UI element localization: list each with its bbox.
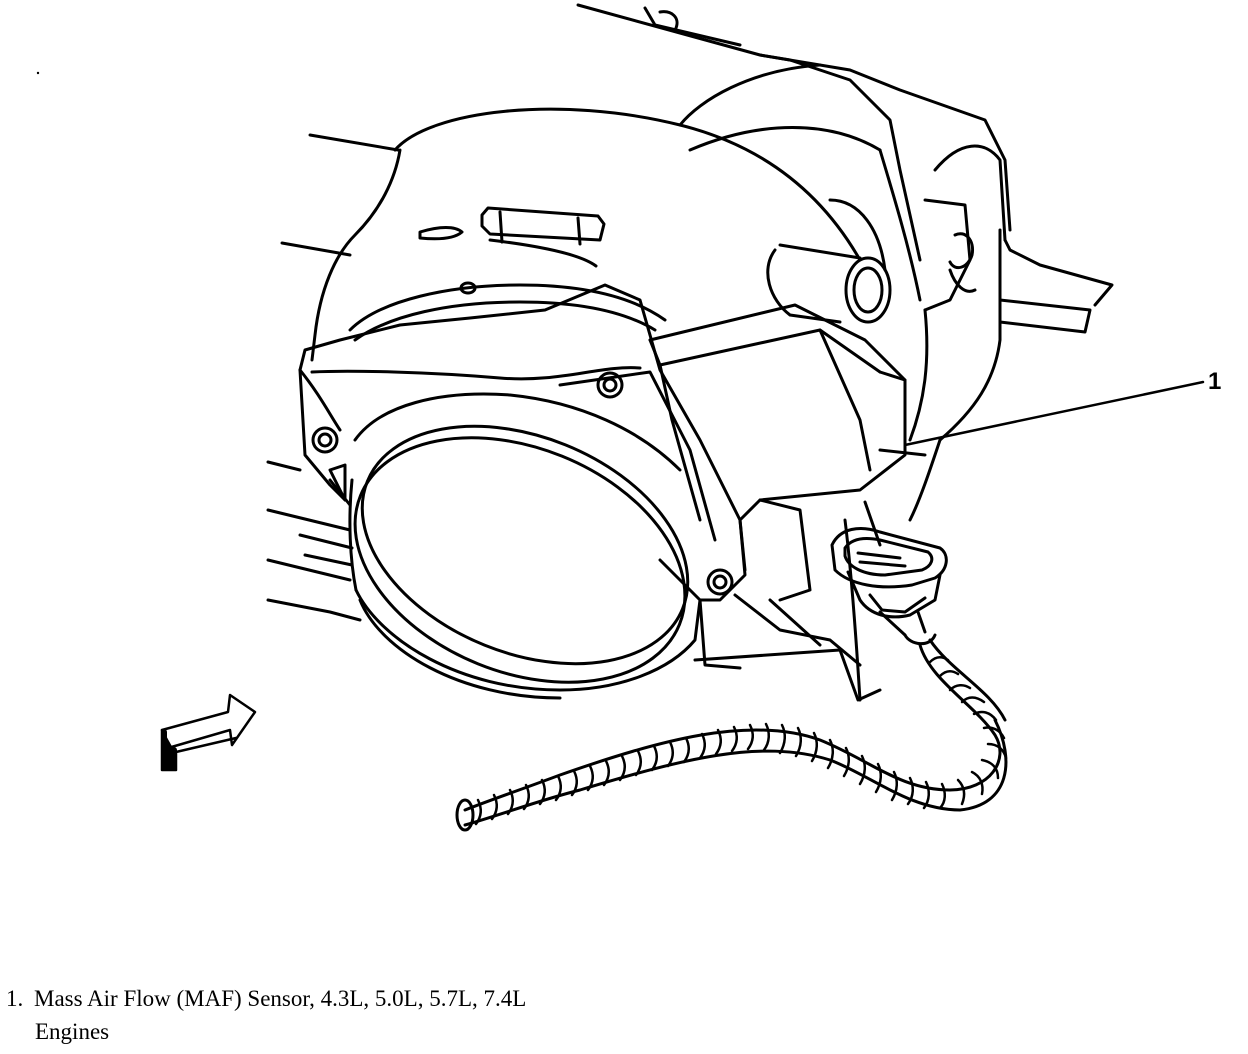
port-nozzle [766, 243, 892, 324]
airflow-arrow-icon [160, 693, 257, 772]
legend-item: 1. Mass Air Flow (MAF) Sensor, 4.3L, 5.0L… [6, 982, 706, 1015]
legend-item-continuation: Engines [35, 1019, 110, 1044]
legend-item-text: Mass Air Flow (MAF) Sensor, 4.3L, 5.0L, … [34, 986, 527, 1011]
maf-flange [298, 283, 747, 602]
legend: 1. Mass Air Flow (MAF) Sensor, 4.3L, 5.0L… [6, 982, 706, 1048]
inlet-tube [348, 392, 702, 700]
side-bracket [878, 144, 1114, 522]
stray-mark [36, 71, 40, 75]
electrical-connector [830, 500, 948, 646]
legend-item-number: 1. [6, 986, 24, 1011]
callout-leader-line [903, 380, 1205, 447]
lower-rails [266, 460, 882, 702]
maf-sensor-body [648, 303, 907, 602]
wiring-harness [455, 638, 1008, 832]
air-duct-housing [280, 3, 1012, 362]
callout-number-1: 1 [1208, 368, 1222, 395]
